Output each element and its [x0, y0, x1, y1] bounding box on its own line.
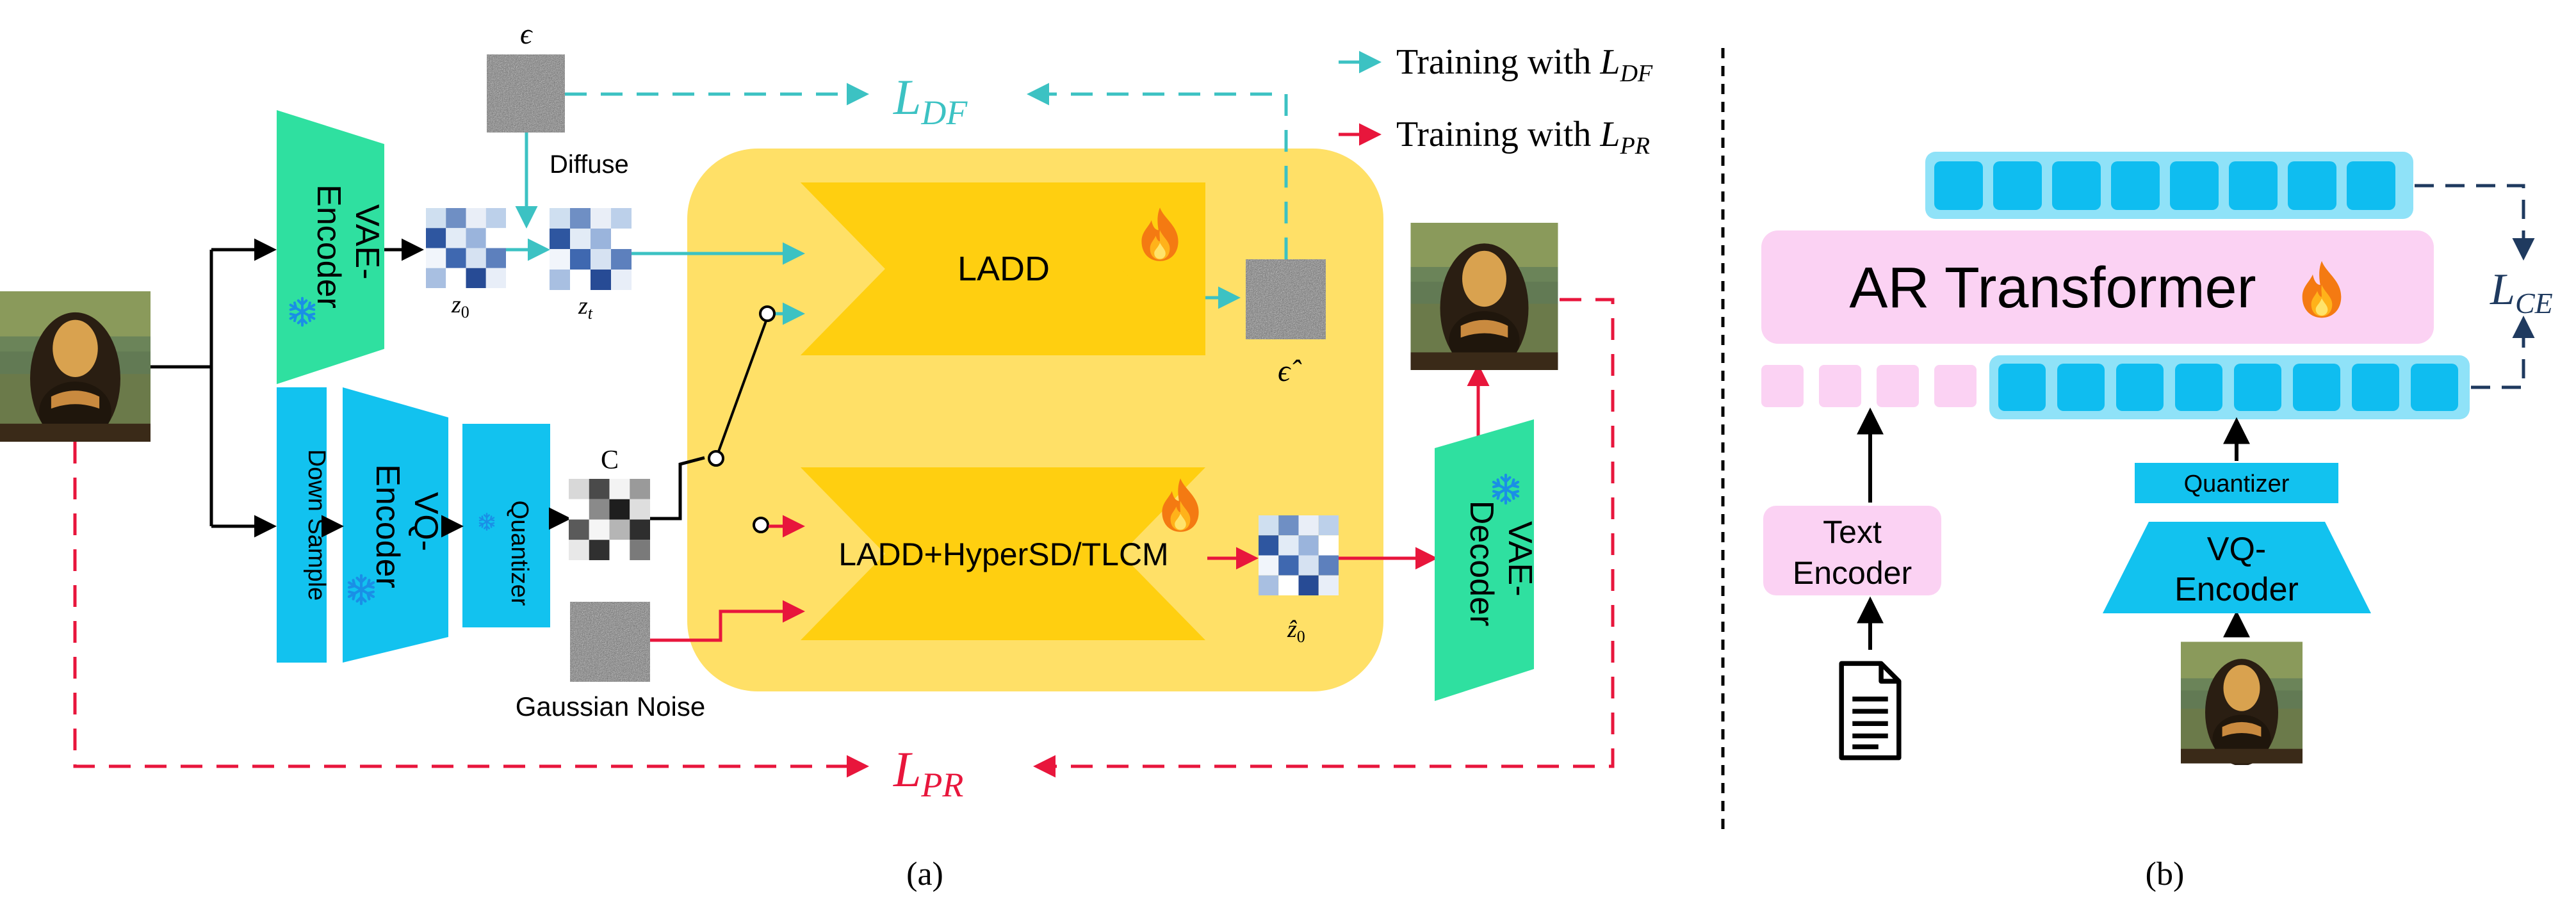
input-tokens — [1998, 364, 2458, 411]
panel-a-caption: (a) — [906, 856, 943, 892]
epsilon-noise-image — [487, 54, 565, 133]
loss-df-label: LDF — [893, 69, 968, 132]
text-tokens — [1761, 365, 1977, 407]
gaussian-noise-label: Gaussian Noise — [516, 691, 705, 722]
ar-transformer-block — [1761, 230, 2434, 344]
diffusion-arrows — [506, 133, 1241, 325]
gaussian-noise-image — [570, 602, 650, 682]
vq-encoder-label-2: Encoder — [369, 464, 406, 588]
panel-b-arrows — [1857, 407, 2250, 650]
loss-ce-label: LCE — [2490, 265, 2553, 319]
legend: Training with LDF Training with LPR — [1339, 42, 1653, 159]
quantizer-small-block — [2135, 463, 2338, 503]
svg-text:VAE- Encoder: VAE- Encoder — [310, 184, 386, 309]
switch-toggle — [708, 305, 776, 533]
input-portrait-small-image — [2181, 641, 2303, 765]
text-encoder-label-2: Encoder — [1793, 555, 1912, 591]
vq-encoder-label-1: VQ- — [407, 492, 444, 551]
down-sample-label: Down Sample — [303, 449, 330, 601]
ladd-hypersd-tlcm-label: LADD+HyperSD/TLCM — [838, 536, 1168, 572]
output-portrait-image — [1410, 223, 1558, 370]
latent-z0-hat-grid — [1259, 515, 1339, 595]
z0-hat-label: ẑ0 — [1287, 616, 1305, 646]
epsilon-hat-noise-image — [1246, 259, 1326, 339]
panel-a: VAE- Encoder Down Sample VQ- Encoder Qua… — [0, 17, 1615, 892]
panel-b-caption: (b) — [2146, 856, 2185, 892]
ar-transformer-label: AR Transformer — [1849, 256, 2256, 320]
vae-encoder-label-2: Encoder — [310, 184, 347, 309]
document-icon — [1841, 663, 1899, 757]
epsilon-label: ϵ — [520, 17, 534, 50]
vq-encoder-small-label-2: Encoder — [2174, 571, 2299, 608]
down-sample-block — [277, 387, 327, 663]
loss-pr-dashed-arrows — [73, 298, 1615, 778]
ladd-hypersd-tlcm-block — [801, 467, 1205, 640]
decode-arrows — [1207, 364, 1490, 570]
output-tokens — [1934, 161, 2395, 210]
vae-encoder-label-1: VAE- — [348, 204, 386, 280]
condition-c-grid — [569, 479, 650, 560]
ladd-label: LADD — [958, 250, 1050, 288]
loss-pr-label: LPR — [893, 741, 963, 804]
loss-df-dashed-arrows — [565, 83, 1288, 259]
latent-zt-grid — [550, 208, 632, 290]
svg-text:VAE- Decoder: VAE- Decoder — [1463, 501, 1538, 627]
legend-df-text: Training with LDF — [1396, 42, 1653, 87]
condition-c-label: C — [601, 446, 619, 475]
input-portrait-image — [0, 291, 151, 442]
vq-encoder-small-label-1: VQ- — [2207, 531, 2266, 568]
text-encoder-block — [1763, 506, 1941, 595]
diffuse-label: Diffuse — [550, 150, 629, 179]
svg-text:VQ- Encoder: VQ- Encoder — [369, 464, 444, 588]
input-branch-arrows — [151, 238, 705, 538]
input-token-row — [1989, 355, 2470, 419]
quantizer-block — [462, 424, 550, 627]
loss-ce-dashed-arrows — [2415, 184, 2535, 389]
panel-b: AR Transformer LCE Text Encoder — [1761, 152, 2553, 892]
quantizer-small-label: Quantizer — [2184, 471, 2290, 497]
vae-decoder-label-1: VAE- — [1501, 521, 1538, 597]
legend-pr-text: Training with LPR — [1396, 115, 1650, 159]
z0-label: z0 — [451, 291, 469, 321]
text-encoder-label-1: Text — [1823, 514, 1882, 550]
ladd-panel-background — [687, 149, 1383, 691]
quantizer-label: Quantizer — [506, 501, 533, 606]
vq-encoder-small-block — [2103, 522, 2371, 613]
zt-label: zt — [578, 293, 593, 323]
noise-to-ladd-arrow — [650, 600, 805, 642]
latent-z0-grid — [426, 208, 506, 288]
vae-decoder-label-2: Decoder — [1463, 501, 1500, 627]
